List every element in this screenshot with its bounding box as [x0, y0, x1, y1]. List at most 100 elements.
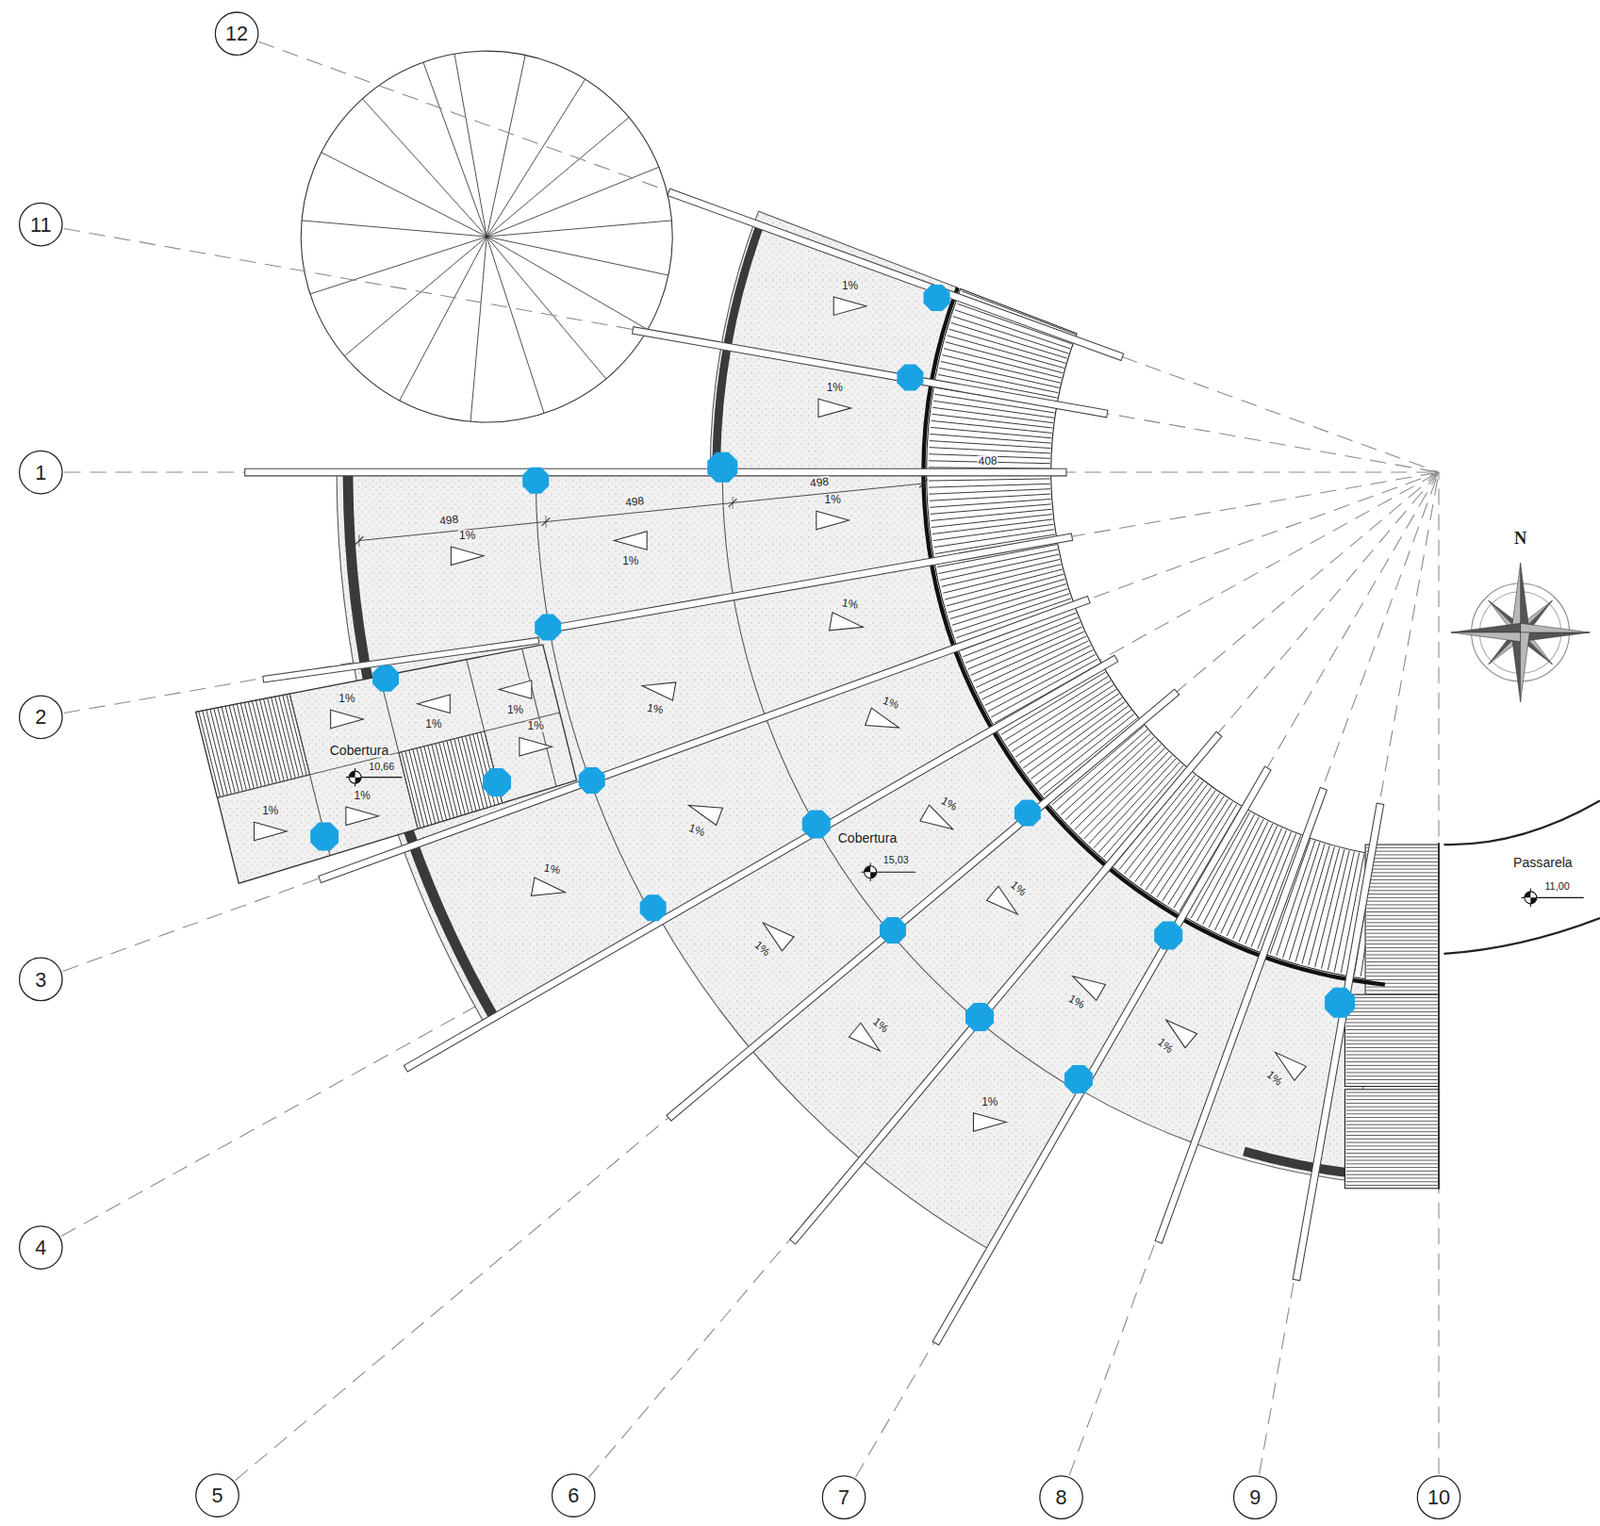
north-arrow	[1451, 562, 1590, 702]
bubble-circle	[19, 695, 63, 739]
stair-tread	[486, 236, 545, 413]
roof-edge	[1437, 842, 1440, 1190]
slope-value: 1%	[261, 805, 280, 817]
band-rib	[1366, 947, 1438, 949]
grid-bubble: 4	[17, 1225, 64, 1271]
slope-triangle	[519, 737, 553, 756]
stair-tread	[321, 152, 488, 237]
grid-number: 2	[34, 707, 47, 728]
band-rib	[1346, 1037, 1438, 1039]
bubble-circle	[19, 202, 63, 246]
level-symbol	[1524, 891, 1531, 898]
level-symbol	[870, 872, 876, 878]
metal-rib	[251, 701, 273, 785]
band-rib	[1346, 1025, 1438, 1027]
band-rib	[1366, 872, 1438, 874]
band-rib	[1346, 1043, 1438, 1045]
metal-rib	[263, 698, 285, 781]
metal-rib	[454, 739, 473, 813]
slope-triangle	[816, 511, 850, 529]
band-rib	[1366, 883, 1438, 885]
band-rib	[930, 509, 1052, 521]
band-rib	[1366, 969, 1438, 971]
dimension-value: 408	[976, 455, 998, 468]
stair-tread	[486, 166, 660, 237]
band-rib	[1366, 890, 1438, 891]
slope-triangle	[829, 612, 865, 637]
compass-point	[1520, 562, 1531, 633]
band-rib	[929, 498, 1051, 508]
metal-rib	[446, 741, 465, 815]
metal-rib	[424, 746, 444, 822]
band-rib	[1039, 713, 1135, 790]
cell-line	[217, 712, 561, 798]
band-rib	[1346, 1109, 1438, 1111]
band-rib	[1366, 972, 1438, 974]
band-rib	[1346, 1083, 1438, 1085]
band-rib	[930, 427, 1052, 438]
dimension-value: 498	[624, 494, 646, 509]
band-rib	[1119, 775, 1196, 870]
compass-point	[1511, 562, 1521, 633]
band-rib	[1173, 804, 1238, 908]
band-rib	[1346, 1015, 1438, 1017]
metal-rib	[210, 709, 232, 794]
level-markers	[346, 768, 1584, 908]
metal-rib	[247, 702, 269, 786]
band-rib	[1346, 1167, 1438, 1169]
stair-tread	[486, 236, 607, 380]
band-rib	[1366, 911, 1438, 913]
slope-value: 1%	[424, 718, 443, 730]
compass-point	[1451, 632, 1521, 643]
metal-rib	[225, 706, 247, 791]
grid-number: 11	[30, 214, 51, 235]
band-block	[1344, 1089, 1439, 1189]
band-rib	[1104, 765, 1185, 858]
level-symbol	[864, 866, 871, 873]
level-value: 10,66	[367, 761, 396, 773]
stair-tread	[454, 53, 487, 237]
column-dot	[1324, 988, 1355, 1019]
level-symbol	[348, 771, 362, 784]
metal-rib	[217, 708, 239, 793]
bubble-circle	[1417, 1476, 1460, 1519]
column-dot	[1154, 921, 1183, 950]
band-rib	[1208, 819, 1264, 928]
band-rib	[1123, 778, 1199, 875]
metal-rib	[428, 745, 447, 821]
bubble-circle	[19, 1226, 63, 1270]
band-rib	[1366, 961, 1438, 963]
beam	[667, 188, 1124, 361]
band-rib	[1366, 865, 1438, 867]
grid-bubble: 7	[821, 1475, 867, 1521]
metal-rib	[439, 742, 459, 818]
band-rib	[1084, 751, 1170, 840]
compass-point	[1451, 623, 1521, 633]
stair-outline	[300, 50, 673, 423]
small-roof-metal	[196, 693, 311, 798]
band-rib	[1346, 1051, 1438, 1053]
metal-rib	[260, 699, 281, 782]
band-rib	[952, 589, 1069, 627]
metal-rib	[206, 709, 229, 795]
column-dot	[522, 467, 549, 495]
band-rib	[1366, 957, 1438, 959]
grid-number: 4	[34, 1237, 47, 1259]
metal-rib	[465, 736, 484, 809]
band-rib	[1257, 836, 1302, 950]
band-rib	[1346, 1156, 1438, 1158]
band-rib	[1070, 741, 1158, 825]
column-dot	[1064, 1065, 1093, 1094]
beams	[245, 188, 1385, 1346]
stair-tread	[486, 236, 648, 330]
grid-bubble: 1	[17, 449, 64, 495]
band-rib	[1366, 975, 1438, 977]
grid-lines	[61, 41, 1439, 1481]
column-dot	[965, 1003, 994, 1032]
metal-rib	[275, 696, 297, 779]
area-name: Passarela	[1512, 857, 1574, 871]
gutter	[1242, 1147, 1353, 1179]
band-rib	[1346, 1095, 1438, 1097]
band-rib	[975, 636, 1087, 688]
band-rib	[1346, 1131, 1438, 1133]
